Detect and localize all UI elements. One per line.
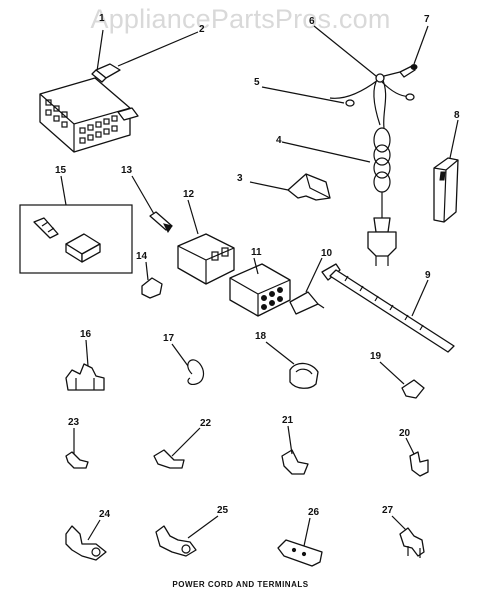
part-22-terminal bbox=[153, 427, 201, 469]
callout-16: 16 bbox=[80, 329, 92, 340]
callout-20: 20 bbox=[399, 428, 411, 439]
callout-24: 24 bbox=[99, 509, 111, 520]
callout-13: 13 bbox=[121, 165, 133, 176]
part-8-bracket bbox=[433, 119, 459, 223]
part-7-screw bbox=[383, 25, 429, 78]
part-15-terminal-kit bbox=[19, 175, 133, 274]
callout-9: 9 bbox=[425, 270, 431, 281]
callout-10: 10 bbox=[321, 248, 333, 259]
part-5-wire-lead bbox=[261, 79, 415, 107]
part-18-cable-clamp bbox=[265, 341, 319, 389]
callout-6: 6 bbox=[309, 16, 315, 27]
part-16-terminal bbox=[65, 339, 105, 391]
part-24-ring-terminal bbox=[65, 519, 107, 561]
part-12-housing bbox=[177, 199, 235, 285]
part-1-terminal-block bbox=[39, 29, 139, 153]
callout-7: 7 bbox=[424, 14, 430, 25]
callout-11: 11 bbox=[251, 247, 262, 258]
callout-1: 1 bbox=[99, 13, 105, 24]
callout-26: 26 bbox=[308, 507, 320, 518]
callout-17: 17 bbox=[163, 333, 175, 344]
part-14-clip bbox=[141, 261, 163, 299]
callout-27: 27 bbox=[382, 505, 394, 516]
part-6-wire-junction bbox=[313, 25, 385, 83]
callout-3: 3 bbox=[237, 173, 243, 184]
callout-14: 14 bbox=[136, 251, 148, 262]
callout-25: 25 bbox=[217, 505, 229, 516]
part-11-six-pin-connector bbox=[229, 257, 291, 317]
callout-8: 8 bbox=[454, 110, 460, 121]
callout-23: 23 bbox=[68, 417, 80, 428]
callout-18: 18 bbox=[255, 331, 267, 342]
watermark: AppliancePartsPros.com bbox=[90, 4, 391, 34]
callout-22: 22 bbox=[200, 418, 212, 429]
part-10-wire-nut bbox=[289, 257, 325, 315]
part-26-sleeve bbox=[277, 517, 323, 567]
part-20-terminal bbox=[405, 437, 429, 477]
callout-5: 5 bbox=[254, 77, 260, 88]
part-17-ring-clip bbox=[171, 343, 205, 385]
part-27-terminal bbox=[391, 515, 425, 558]
part-13-terminal bbox=[131, 175, 173, 233]
part-3-strain-relief bbox=[249, 173, 331, 201]
callout-19: 19 bbox=[370, 351, 382, 362]
part-23-terminal bbox=[65, 428, 89, 469]
part-9-cable-tie bbox=[321, 263, 455, 353]
part-4-power-cord bbox=[281, 77, 397, 266]
part-21-terminal bbox=[281, 425, 309, 475]
callout-4: 4 bbox=[276, 135, 282, 146]
callout-12: 12 bbox=[183, 189, 195, 200]
callout-15: 15 bbox=[55, 165, 67, 176]
part-2-connector-clip bbox=[91, 31, 199, 83]
callout-2: 2 bbox=[199, 24, 205, 35]
diagram-caption: POWER CORD AND TERMINALS bbox=[172, 580, 309, 589]
part-25-ring-terminal bbox=[155, 515, 219, 557]
part-19-clip bbox=[379, 361, 425, 399]
callout-21: 21 bbox=[282, 415, 294, 426]
